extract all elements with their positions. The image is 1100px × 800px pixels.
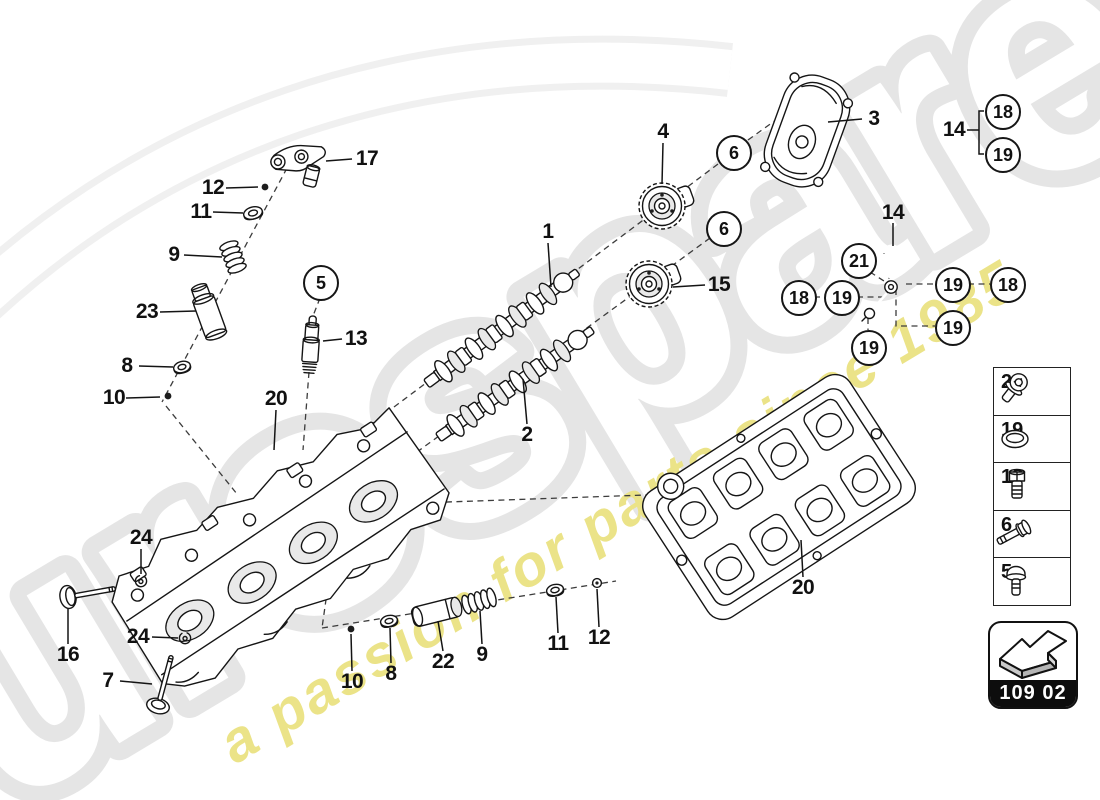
legend-row-5[interactable]: 5 <box>994 557 1070 605</box>
diagram-group-badge[interactable]: 109 02 <box>988 621 1078 709</box>
part-callout-19-4[interactable]: 19 <box>985 137 1021 173</box>
part-callout-19-8[interactable]: 19 <box>935 267 971 303</box>
part-label-12-1[interactable]: 12 <box>201 176 225 199</box>
part-label-13-7[interactable]: 13 <box>344 327 368 350</box>
part-label-11-25[interactable]: 11 <box>547 632 569 655</box>
part-callout-19-7[interactable]: 19 <box>824 280 860 316</box>
part-tappet-23 <box>190 282 228 341</box>
part-label-20-15[interactable]: 20 <box>264 387 288 410</box>
part-label-9-3[interactable]: 9 <box>168 243 180 266</box>
leader-lines <box>67 110 984 685</box>
part-label-24-18[interactable]: 24 <box>126 625 150 648</box>
part-label-4-10[interactable]: 4 <box>657 120 669 143</box>
part-label-15-11[interactable]: 15 <box>707 273 731 296</box>
part-label-20-16[interactable]: 20 <box>791 576 815 599</box>
pan-head-screw-icon <box>1005 565 1027 596</box>
part-callout-18-6[interactable]: 18 <box>781 280 817 316</box>
part-label-8-22[interactable]: 8 <box>385 662 397 685</box>
bolt-icon <box>1008 468 1026 499</box>
part-label-2-9[interactable]: 2 <box>521 423 533 446</box>
part-timing-cover <box>760 72 854 188</box>
part-valve-spring-9 <box>219 240 247 274</box>
part-clip-24a <box>134 574 148 588</box>
diagram-code: 109 02 <box>990 680 1076 707</box>
legend-row-21[interactable]: 21 <box>994 368 1070 415</box>
part-cam-adjuster-15 <box>625 260 682 308</box>
part-valve-spring-9b <box>461 587 497 615</box>
part-callout-6-2[interactable]: 6 <box>706 211 742 247</box>
part-label-17-0[interactable]: 17 <box>355 147 379 170</box>
direction-arrow-icon <box>999 630 1067 679</box>
head-ports <box>667 398 891 596</box>
part-callout-18-9[interactable]: 18 <box>990 267 1026 303</box>
o-ring-icon <box>1001 429 1029 448</box>
part-label-11-2[interactable]: 11 <box>190 200 212 223</box>
part-clip-24b <box>178 632 192 645</box>
part-support-element-13 <box>301 315 320 374</box>
part-callout-18-3[interactable]: 18 <box>985 94 1021 130</box>
part-callout-19-10[interactable]: 19 <box>935 310 971 346</box>
part-cylinder-head-right <box>642 373 916 621</box>
part-camshaft-2 <box>435 326 595 442</box>
part-label-8-5[interactable]: 8 <box>121 354 133 377</box>
part-camshaft-1 <box>423 268 580 388</box>
part-label-10-6[interactable]: 10 <box>102 386 126 409</box>
part-label-23-4[interactable]: 23 <box>135 300 159 323</box>
part-label-24-17[interactable]: 24 <box>129 526 153 549</box>
part-label-10-21[interactable]: 10 <box>340 670 364 693</box>
part-label-1-8[interactable]: 1 <box>542 220 554 243</box>
part-label-12-26[interactable]: 12 <box>587 626 611 649</box>
part-cam-adjuster-4 <box>638 182 695 230</box>
legend-row-6[interactable]: 6 <box>994 509 1070 558</box>
legend-row-19[interactable]: 19 <box>994 414 1070 463</box>
part-valve-7 <box>146 654 174 715</box>
watermark-swoosh-inner <box>0 42 733 310</box>
part-label-14-13[interactable]: 14 <box>942 118 966 141</box>
part-callout-5-0[interactable]: 5 <box>303 265 339 301</box>
part-valve-key-12 <box>261 183 269 191</box>
part-spring-retainer-11 <box>242 206 264 221</box>
part-valve-key-12b <box>591 577 603 589</box>
fastener-legend-table: 21 19 18 <box>993 367 1071 606</box>
part-stem-seal-8b <box>379 614 399 629</box>
part-label-9-24[interactable]: 9 <box>476 643 488 666</box>
part-label-22-23[interactable]: 22 <box>431 650 455 673</box>
long-bolt-icon <box>996 518 1032 545</box>
screw-with-washer-icon <box>1001 373 1028 403</box>
legend-part-number: 6 <box>1001 513 1013 536</box>
part-cylinder-head <box>111 407 450 687</box>
part-valve-key-10 <box>164 392 172 400</box>
part-callout-21-5[interactable]: 21 <box>841 243 877 279</box>
part-label-16-19[interactable]: 16 <box>56 643 80 666</box>
part-stem-seal-8 <box>172 360 192 375</box>
part-spring-retainer-11b <box>545 583 565 598</box>
part-tappet-22 <box>410 596 463 627</box>
part-oil-nozzle-14 <box>861 244 902 322</box>
part-callout-6-1[interactable]: 6 <box>716 135 752 171</box>
part-valve-key-10b <box>347 625 355 633</box>
part-valve-16 <box>59 584 117 610</box>
part-callout-19-11[interactable]: 19 <box>851 330 887 366</box>
part-label-14-14[interactable]: 14 <box>881 201 905 224</box>
legend-part-number: 5 <box>1001 561 1013 583</box>
part-label-3-12[interactable]: 3 <box>868 107 880 130</box>
legend-row-18[interactable]: 18 <box>994 462 1070 510</box>
part-label-7-20[interactable]: 7 <box>102 669 114 692</box>
part-rocker-arm <box>270 144 326 188</box>
